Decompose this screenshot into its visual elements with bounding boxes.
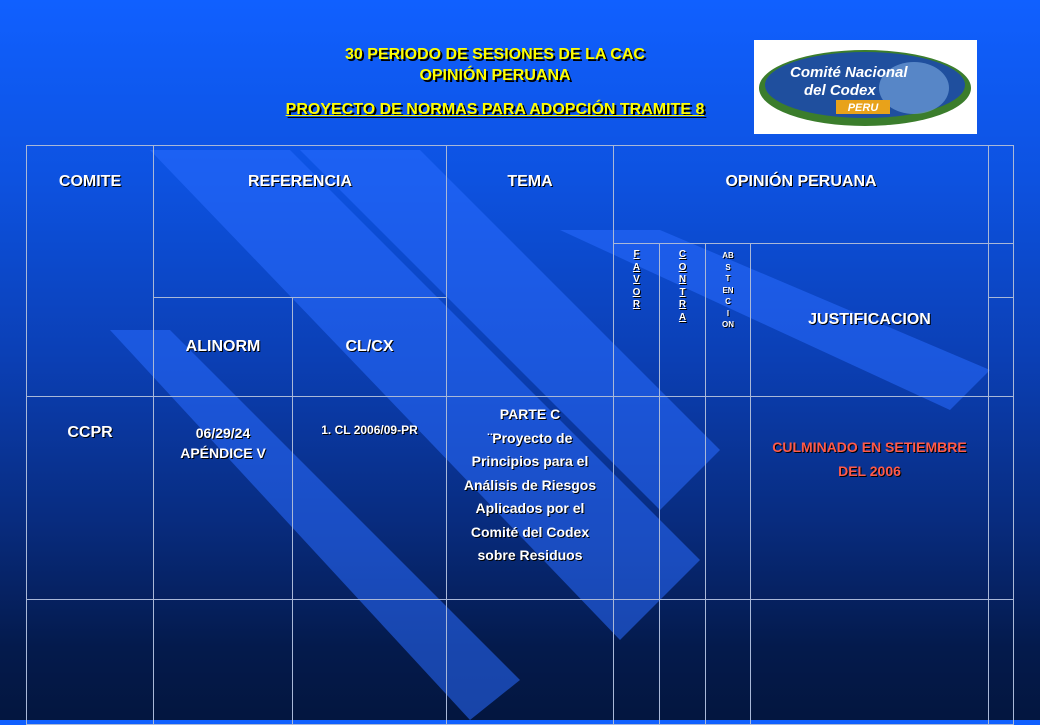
header-opinion-peruana: OPINIÓN PERUANA xyxy=(613,145,989,244)
row2-contra xyxy=(659,599,706,725)
header-extra-cell-2 xyxy=(988,243,1014,298)
row1-favor xyxy=(613,396,660,600)
logo-line-1: Comité Nacional xyxy=(790,64,908,81)
row2-comite xyxy=(26,599,154,725)
row1-alinorm: 06/29/24 APÉNDICE V xyxy=(153,396,293,600)
row1-clcx: 1. CL 2006/09-PR xyxy=(292,396,447,600)
header-alinorm: ALINORM xyxy=(153,297,293,397)
row2-alinorm xyxy=(153,599,293,725)
session-title: 30 PERIODO DE SESIONES DE LA CAC xyxy=(345,46,645,63)
row1-comite: CCPR xyxy=(26,396,154,600)
logo-line-2: del Codex xyxy=(804,82,876,99)
header-extra-cell xyxy=(988,145,1014,244)
header-comite: COMITE xyxy=(26,145,154,397)
header-referencia: REFERENCIA xyxy=(153,145,447,298)
header-favor: F A V O R xyxy=(613,243,660,397)
row2-tema xyxy=(446,599,614,725)
row1-contra xyxy=(659,396,706,600)
header-tema: TEMA xyxy=(446,145,614,397)
logo-badge: PERU xyxy=(848,102,880,114)
opinion-title: OPINIÓN PERUANA xyxy=(419,67,571,84)
row2-clcx xyxy=(292,599,447,725)
header-justificacion: JUSTIFICACION xyxy=(750,243,989,397)
row2-justificacion xyxy=(750,599,989,725)
codex-logo-graphic: Comité Nacional del Codex PERU xyxy=(759,50,971,126)
codex-logo: Comité Nacional del Codex PERU xyxy=(754,40,977,134)
header-abstencion: AB S T EN C I ON xyxy=(705,243,751,397)
row1-extra xyxy=(988,396,1014,600)
row1-tema: PARTE C ¨Proyecto de Principios para el … xyxy=(446,396,614,600)
row1-justificacion: CULMINADO EN SETIEMBRE DEL 2006 xyxy=(750,396,989,600)
project-title: PROYECTO DE NORMAS PARA ADOPCIÓN TRAMITE… xyxy=(285,101,705,118)
row2-favor xyxy=(613,599,660,725)
row2-extra xyxy=(988,599,1014,725)
header-extra-cell-3 xyxy=(988,297,1014,397)
header-contra: C O N T R A xyxy=(659,243,706,397)
opinion-table: COMITE REFERENCIA TEMA OPINIÓN PERUANA F… xyxy=(26,145,1014,725)
header-clcx: CL/CX xyxy=(292,297,447,397)
row1-abstencion xyxy=(705,396,751,600)
row2-abstencion xyxy=(705,599,751,725)
document-header: 30 PERIODO DE SESIONES DE LA CAC OPINIÓN… xyxy=(0,44,990,120)
